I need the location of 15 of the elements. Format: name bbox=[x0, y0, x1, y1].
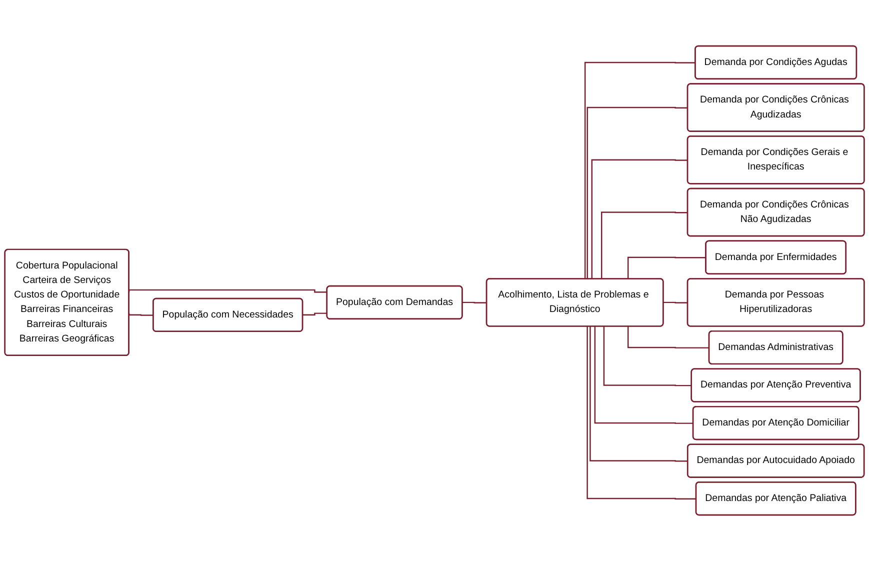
connector bbox=[128, 289, 328, 293]
connector bbox=[586, 106, 688, 279]
connector bbox=[591, 159, 688, 279]
connector bbox=[128, 313, 154, 316]
connector bbox=[586, 326, 696, 500]
connector bbox=[594, 326, 694, 424]
connector bbox=[601, 212, 688, 279]
connector bbox=[590, 326, 688, 462]
connector bbox=[627, 256, 706, 279]
connector bbox=[302, 312, 328, 316]
connector bbox=[584, 62, 696, 279]
connector bbox=[662, 302, 688, 304]
connector bbox=[462, 302, 487, 304]
connector bbox=[603, 326, 692, 386]
connector bbox=[627, 326, 710, 348]
